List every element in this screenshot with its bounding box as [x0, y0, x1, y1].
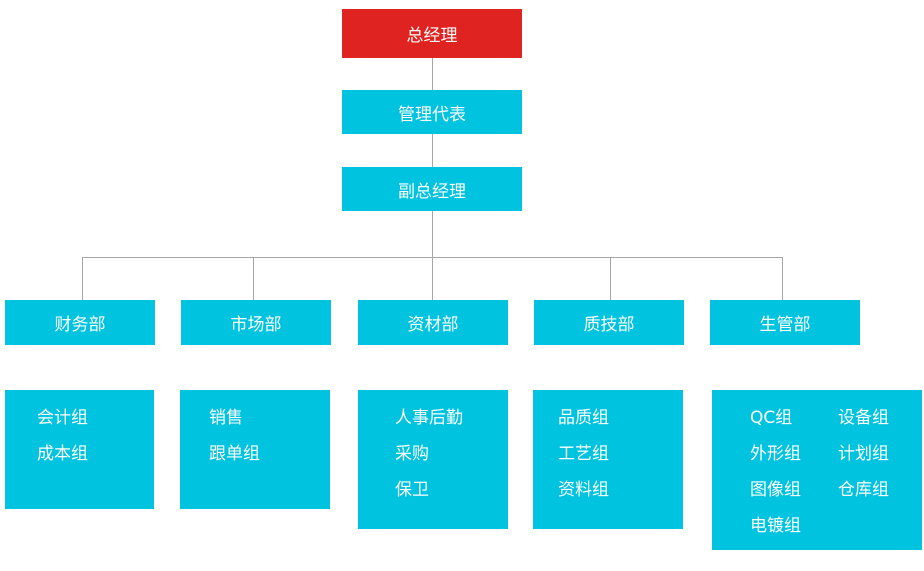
department-label: 生管部 [759, 315, 811, 335]
group-box-quality-tech: 品质组 工艺组 资料组 [533, 390, 683, 529]
department-label: 质技部 [583, 315, 635, 335]
group-item: 销售 [209, 408, 243, 428]
department-finance: 财务部 [5, 300, 155, 345]
group-box-finance: 会计组 成本组 [5, 390, 154, 509]
deputy-general-manager-label: 副总经理 [398, 181, 466, 202]
group-item: 外形组 [750, 444, 801, 464]
group-item: 资料组 [558, 480, 609, 500]
group-box-materials: 人事后勤 采购 保卫 [358, 390, 508, 529]
general-manager-label: 总经理 [406, 26, 458, 46]
department-label: 资材部 [407, 315, 459, 335]
management-representative-box: 管理代表 [342, 90, 522, 134]
department-materials: 资材部 [358, 300, 508, 345]
group-item: 计划组 [838, 444, 889, 464]
group-item: 工艺组 [558, 444, 609, 464]
department-market: 市场部 [181, 300, 331, 345]
group-item: 电镀组 [750, 516, 801, 536]
group-item: 图像组 [750, 480, 801, 500]
department-label: 财务部 [54, 315, 106, 335]
group-item: 仓库组 [838, 480, 889, 500]
group-item: 跟单组 [209, 444, 260, 464]
department-quality-tech: 质技部 [534, 300, 684, 345]
group-item: QC组 [750, 408, 793, 428]
group-item: 人事后勤 [395, 408, 463, 428]
group-item: 保卫 [395, 480, 429, 500]
group-item: 设备组 [838, 408, 889, 428]
group-item: 采购 [395, 444, 429, 464]
group-item: 会计组 [37, 408, 88, 428]
group-box-market: 销售 跟单组 [180, 390, 330, 509]
department-production: 生管部 [710, 300, 860, 345]
management-representative-label: 管理代表 [398, 104, 466, 125]
group-box-production: QC组 外形组 图像组 电镀组 设备组 计划组 仓库组 [712, 390, 922, 550]
group-item: 品质组 [558, 408, 609, 428]
deputy-general-manager-box: 副总经理 [342, 167, 522, 211]
department-label: 市场部 [230, 315, 282, 335]
group-item: 成本组 [37, 444, 88, 464]
general-manager-box: 总经理 [342, 9, 522, 58]
